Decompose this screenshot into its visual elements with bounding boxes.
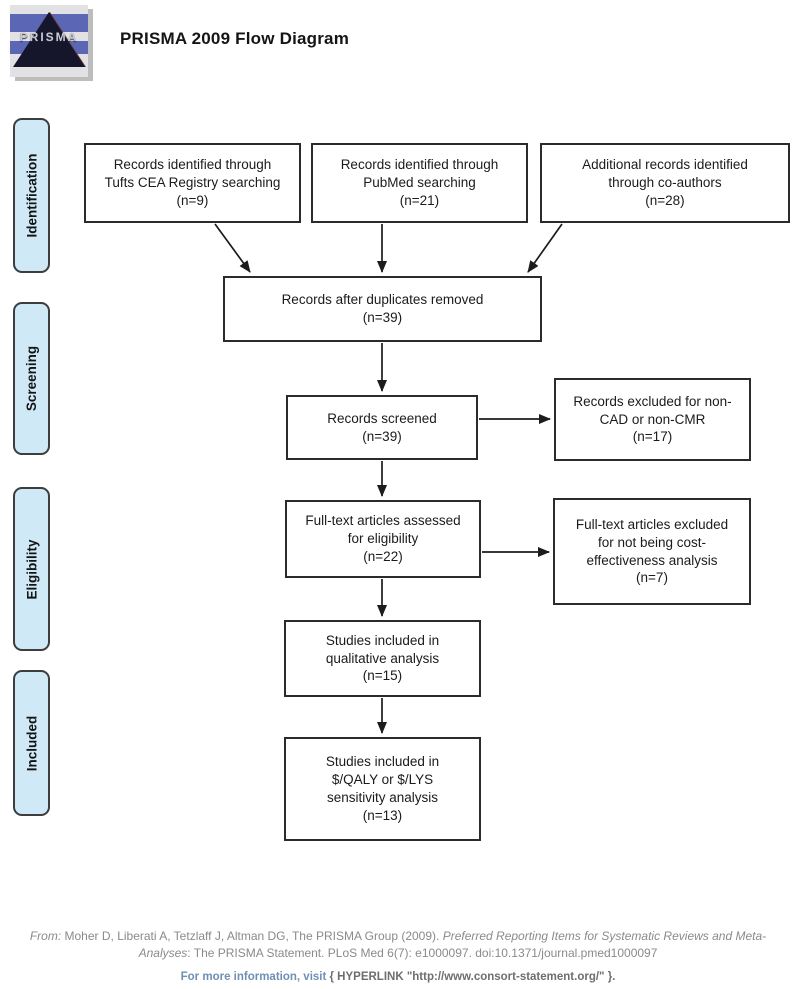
stage-label-screening: Screening [13, 302, 50, 455]
prisma-logo: PRISMA [10, 5, 88, 77]
flow-box-records-pubmed: Records identified through PubMed search… [311, 143, 528, 223]
hyperlink-field[interactable]: { HYPERLINK "http://www.consort-statemen… [329, 971, 616, 983]
flow-box-records-excluded: Records excluded for non- CAD or non-CMR… [554, 378, 751, 461]
logo-prism-triangle-icon [13, 12, 85, 67]
stage-label-text: Included [24, 715, 40, 771]
arrow-tufts-to-duplicates [214, 223, 251, 273]
citation-title: Preferred Reporting Items for Systematic… [138, 929, 767, 960]
citation-rest: : The PRISMA Statement. PLoS Med 6(7): e… [187, 945, 658, 960]
stage-label-text: Eligibility [24, 538, 40, 600]
citation: From: Moher D, Liberati A, Tetzlaff J, A… [28, 928, 768, 962]
stage-label-identification: Identification [13, 118, 50, 273]
flow-box-sensitivity-analysis: Studies included in $/QALY or $/LYS sens… [284, 737, 481, 841]
flow-box-records-coauthors: Additional records identified through co… [540, 143, 790, 223]
logo-wordmark: PRISMA [19, 30, 79, 44]
more-info-text: For more information, visit [180, 971, 330, 983]
flow-box-fulltext-excluded: Full-text articles excluded for not bein… [553, 498, 751, 605]
stage-label-included: Included [13, 670, 50, 816]
flow-box-records-screened: Records screened (n=39) [286, 395, 478, 460]
citation-authors: Moher D, Liberati A, Tetzlaff J, Altman … [64, 929, 443, 943]
more-info-line: For more information, visit { HYPERLINK … [0, 971, 796, 983]
stage-label-eligibility: Eligibility [13, 487, 50, 651]
flow-box-records-tufts: Records identified through Tufts CEA Reg… [84, 143, 301, 223]
flow-box-qualitative-analysis: Studies included in qualitative analysis… [284, 620, 481, 697]
flow-box-duplicates-removed: Records after duplicates removed (n=39) [223, 276, 542, 342]
stage-label-text: Identification [24, 153, 39, 238]
citation-from: From: [29, 929, 65, 943]
flow-box-fulltext-assessed: Full-text articles assessed for eligibil… [285, 500, 481, 578]
arrow-coauthors-to-duplicates [527, 223, 563, 273]
page-title: PRISMA 2009 Flow Diagram [120, 29, 350, 48]
stage-label-text: Screening [24, 345, 39, 412]
